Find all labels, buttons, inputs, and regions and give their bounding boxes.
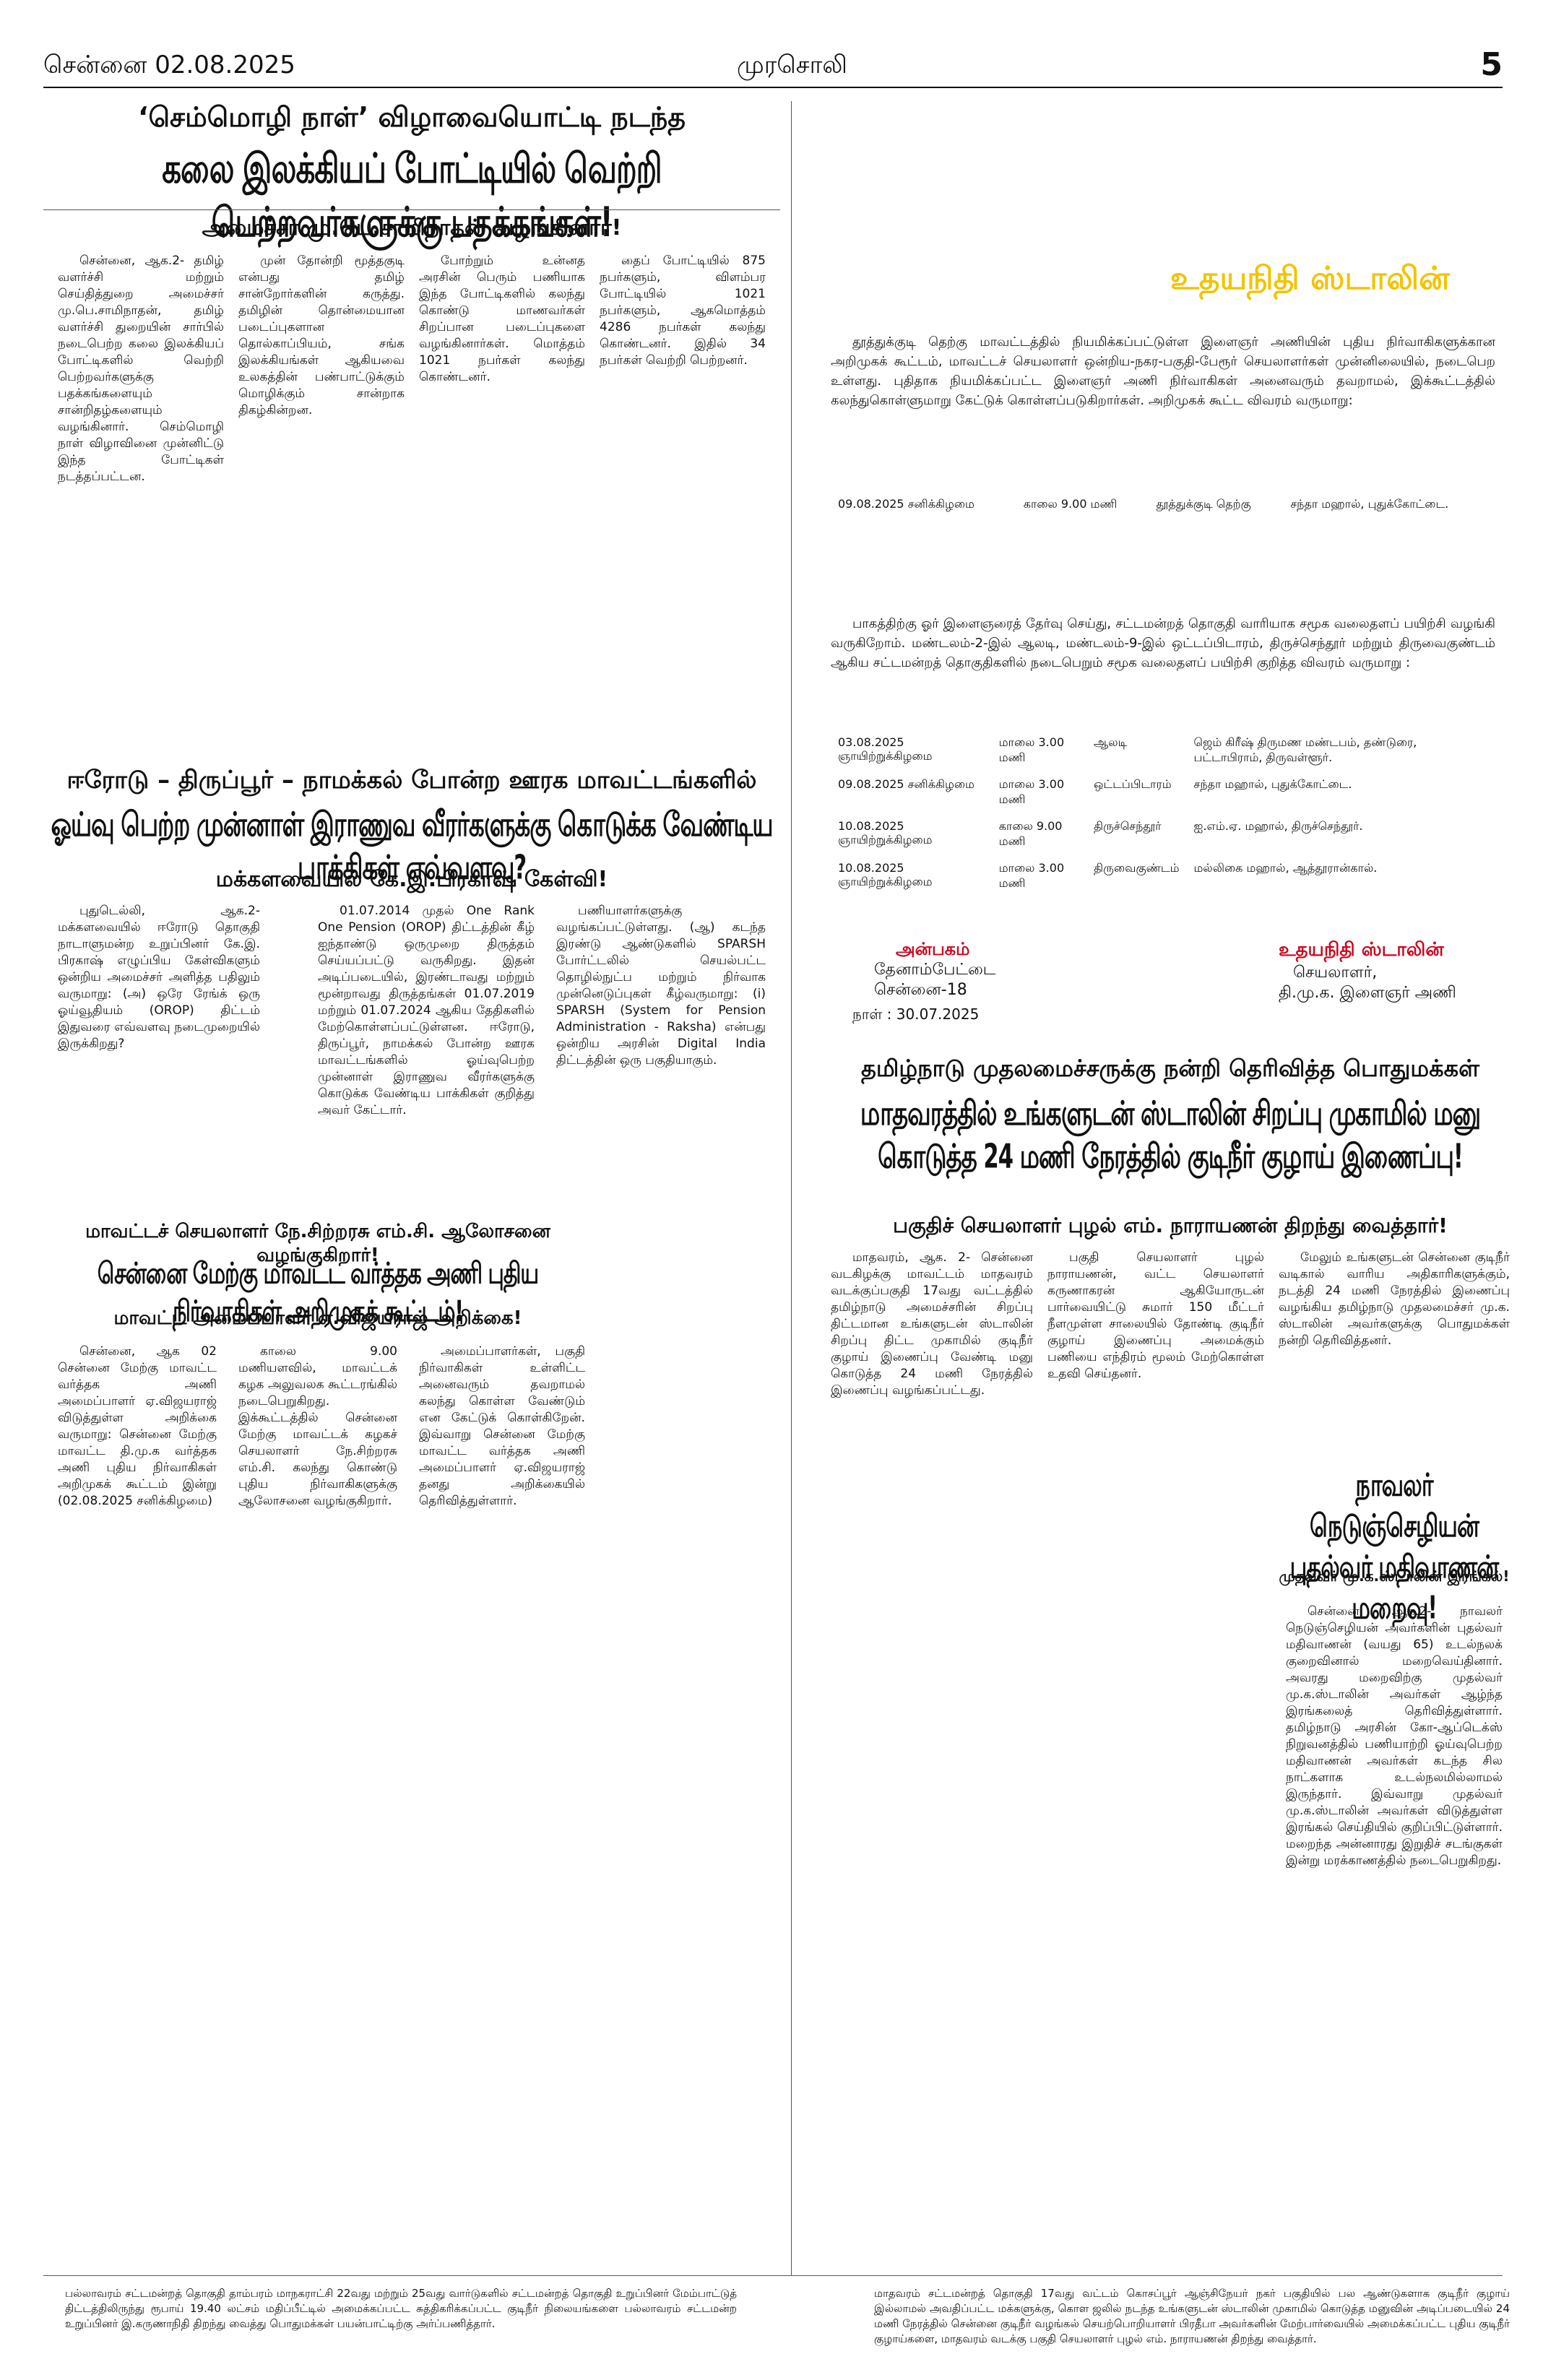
ad-cell: சந்தா மஹால், புதுக்கோட்டை. — [1290, 497, 1449, 511]
ad-row: 10.08.2025 ஞாயிற்றுக்கிழமை காலை 9.00 மணி த… — [831, 813, 1495, 855]
ad-cell: காலை 9.00 மணி — [998, 819, 1063, 848]
ad-row: 09.08.2025 சனிக்கிழமை மாலை 3.00 மணி ஒட்டப்… — [831, 771, 1495, 813]
ad-cell: 03.08.2025 ஞாயிற்றுக்கிழமை — [838, 735, 933, 763]
ad-sign-right-2: தி.மு.க. இளைஞர் அணி — [1279, 984, 1456, 1002]
story4-col1: மாதவரம், ஆக. 2- சென்னை வடகிழக்கு மாவட்டம… — [831, 1250, 1033, 2261]
story1-col3: போற்றும் உன்னத அரசின் பெரும் பணியாக இந்த… — [419, 253, 585, 744]
ad-cell: மல்லிகை மஹால், ஆத்தூரான்கால். — [1193, 861, 1378, 875]
issue-date: சென்னை 02.08.2025 — [43, 51, 295, 79]
story2-col1-text: புதுடெல்லி, ஆக.2- மக்களவையில் ஈரோடு தொகு… — [58, 904, 260, 1051]
ad-cell: ஒட்டப்பிடாரம் — [1094, 777, 1172, 791]
ad-sign-left-2: சென்னை-18 — [874, 981, 967, 999]
story2-col1: புதுடெல்லி, ஆக.2- மக்களவையில் ஈரோடு தொகு… — [58, 903, 260, 1206]
story2-col3: பணியாளர்களுக்கு வழங்கப்பட்டுள்ளது. (ஆ) க… — [556, 903, 766, 1206]
footer-left-caption: பல்லாவரம் சட்டமன்றத் தொகுதி தாம்பரம் மாந… — [65, 2287, 737, 2330]
ad-cell: 10.08.2025 ஞாயிற்றுக்கிழமை — [838, 819, 933, 847]
story3-col3-text: அமைப்பாளர்கள், பகுதி நிர்வாகிகள் உள்ளிட்… — [419, 1344, 585, 1508]
story1-col3-text: போற்றும் உன்னத அரசின் பெரும் பணியாக இந்த… — [419, 254, 585, 384]
story3-col2-text: காலை 9.00 மணியளவில், மாவட்டக் கழக அலுவலக… — [238, 1344, 397, 1508]
ad-cell: 09.08.2025 சனிக்கிழமை — [838, 497, 974, 511]
story3-headline: சென்னை மேற்கு மாவட்ட வர்த்தக அணி புதிய ந… — [97, 1257, 539, 1329]
story3-col1-text: சென்னை, ஆக 02 சென்னை மேற்கு மாவட்ட வர்த்… — [58, 1344, 217, 1508]
story4-headline: மாதவரத்தில் உங்களுடன் ஸ்டாலின் சிறப்பு ம… — [860, 1094, 1481, 1177]
column-divider — [791, 101, 792, 2275]
story3-col3: அமைப்பாளர்கள், பகுதி நிர்வாகிகள் உள்ளிட்… — [419, 1343, 585, 1748]
ad-schedule-1: 09.08.2025 சனிக்கிழமை காலை 9.00 மணி தூத்… — [831, 491, 1495, 518]
story1-col1: சென்னை, ஆக.2- தமிழ் வளர்ச்சி மற்றும் செய… — [58, 253, 224, 744]
story4-col1-text: மாதவரம், ஆக. 2- சென்னை வடகிழக்கு மாவட்டம… — [831, 1250, 1033, 1398]
ad-cell: மாலை 3.00 மணி — [998, 777, 1065, 806]
ad-row: 09.08.2025 சனிக்கிழமை காலை 9.00 மணி தூத்… — [831, 491, 1495, 518]
story1-col4-text: தைப் போட்டியில் 875 நபர்களும், விளம்பர ப… — [600, 254, 766, 368]
ad-row: 10.08.2025 ஞாயிற்றுக்கிழமை மாலை 3.00 மணி த… — [831, 855, 1495, 897]
ad-row: 03.08.2025 ஞாயிற்றுக்கிழமை மாலை 3.00 மணி ஆ… — [831, 730, 1495, 771]
ad-cell: 09.08.2025 சனிக்கிழமை — [838, 777, 974, 791]
story2-strap: மக்களவையில் கே.இ.பிரகாஷ் கேள்வி! — [215, 867, 608, 892]
story3-col2: காலை 9.00 மணியளவில், மாவட்டக் கழக அலுவலக… — [238, 1343, 397, 1748]
ad-intro-text: தூத்துக்குடி தெற்கு மாவட்டத்தில் நியமிக்… — [831, 334, 1495, 408]
ad-cell: தூத்துக்குடி தெற்கு — [1156, 497, 1251, 511]
footer-divider — [43, 2275, 1503, 2276]
ad-title: உதயநிதி ஸ்டாலின் — [1170, 260, 1450, 297]
ad-cell: 10.08.2025 ஞாயிற்றுக்கிழமை — [838, 861, 933, 888]
ad-intro: தூத்துக்குடி தெற்கு மாவட்டத்தில் நியமிக்… — [831, 332, 1495, 477]
story3-col1: சென்னை, ஆக 02 சென்னை மேற்கு மாவட்ட வர்த்… — [58, 1343, 217, 1748]
paper-name: முரசொலி — [737, 51, 847, 79]
story1-kicker: ‘செம்மொழி நாள்’ விழாவையொட்டி நடந்த — [138, 101, 686, 133]
story3-strap: மாவட்ட அமைப்பாளர் ஏ.விஜயராஜ் அறிக்கை! — [113, 1307, 522, 1329]
ad-cell: காலை 9.00 மணி — [1023, 497, 1118, 511]
ad-sign-date: நாள் : 30.07.2025 — [852, 1005, 980, 1023]
ad-cell: மாலை 3.00 மணி — [998, 735, 1065, 764]
ad-sign-left-label: அன்பகம் — [896, 939, 970, 959]
ad-intro2-text: பாகத்திற்கு ஓர் இளைஞரைத் தேர்வு செய்து, … — [831, 616, 1495, 670]
story5-body: சென்னை, ஆக.2- நாவலர் நெடுஞ்செழியன் அவர்க… — [1286, 1604, 1503, 2196]
story2-kicker: ஈரோடு – திருப்பூர் – நாமக்கல் போன்ற ஊரக … — [66, 766, 757, 795]
page-number: 5 — [1480, 46, 1503, 83]
ad-cell: மாலை 3.00 மணி — [998, 861, 1065, 890]
story5-body-text: சென்னை, ஆக.2- நாவலர் நெடுஞ்செழியன் அவர்க… — [1286, 1604, 1503, 1868]
story2-col2-text: 01.07.2014 முதல் One Rank One Pension (O… — [318, 904, 535, 1117]
story4-col2-text: பகுதி செயலாளர் புழல் நாராயணன், வட்ட செயல… — [1047, 1250, 1264, 1381]
story4-col3: மேலும் உங்களுடன் சென்னை குடிநீர் வடிகால்… — [1279, 1250, 1510, 1452]
story3-kicker: மாவட்டச் செயலாளர் நே.சிற்றரசு எம்.சி. ஆல… — [85, 1221, 550, 1266]
ad-sign-right-name: உதயநிதி ஸ்டாலின் — [1279, 939, 1444, 961]
ad-schedule-2: 03.08.2025 ஞாயிற்றுக்கிழமை மாலை 3.00 மணி ஆ… — [831, 730, 1495, 897]
story4-strap: பகுதிச் செயலாளர் புழல் எம். நாராயணன் திற… — [893, 1213, 1448, 1237]
ad-intro2: பாகத்திற்கு ஓர் இளைஞரைத் தேர்வு செய்து, … — [831, 614, 1495, 715]
story5-headline: நாவலர் நெடுஞ்செழியன் புதல்வர் மதிவாணன் ம… — [1289, 1466, 1500, 1627]
story4-col2: பகுதி செயலாளர் புழல் நாராயணன், வட்ட செயல… — [1047, 1250, 1264, 2261]
ad-cell: திருவைகுண்டம் — [1094, 861, 1180, 875]
story1-col4: தைப் போட்டியில் 875 நபர்களும், விளம்பர ப… — [600, 253, 766, 744]
ad-sign-left-1: தேனாம்பேட்டை — [874, 961, 996, 979]
ad-cell: ஆலடி — [1094, 735, 1128, 749]
story5-strap: முதல்வர் மு.க.ஸ்டாலின் இரங்கல்! — [1279, 1567, 1510, 1585]
footer-right-caption: மாதவரம் சட்டமன்றத் தொகுதி 17வது வட்டம் க… — [874, 2287, 1510, 2345]
story1-col2-text: முன் தோன்றி மூத்தகுடி என்பது தமிழ் சான்ற… — [238, 254, 405, 417]
divider — [43, 209, 780, 210]
story1-col1-text: சென்னை, ஆக.2- தமிழ் வளர்ச்சி மற்றும் செய… — [58, 254, 224, 484]
story1-strap: அமைச்சர் மு.பெ.சாமிநாதன் வழங்கினார்! — [202, 215, 622, 241]
ad-sign-right-1: செயலாளர், — [1293, 964, 1378, 982]
story1-headline: கலை இலக்கியப் போட்டியில் வெற்றி பெற்றவர்… — [162, 144, 662, 246]
story4-col3-text: மேலும் உங்களுடன் சென்னை குடிநீர் வடிகால்… — [1279, 1250, 1510, 1348]
ad-cell: ஜெம் கிரீஷ் திருமண மண்டபம், தண்டுரை, பட்… — [1193, 735, 1417, 764]
story2-col3-text: பணியாளர்களுக்கு வழங்கப்பட்டுள்ளது. (ஆ) க… — [556, 904, 766, 1068]
story1-col2: முன் தோன்றி மூத்தகுடி என்பது தமிழ் சான்ற… — [238, 253, 405, 744]
ad-cell: ஐ.எம்.ஏ. மஹால், திருச்செந்தூர். — [1193, 819, 1363, 833]
ad-cell: திருச்செந்தூர் — [1094, 819, 1162, 833]
story2-col2: 01.07.2014 முதல் One Rank One Pension (O… — [318, 903, 535, 1206]
ad-cell: சந்தா மஹால், புதுக்கோட்டை. — [1193, 777, 1352, 791]
story2-headline: ஓய்வு பெற்ற முன்னாள் இராணுவ வீரர்களுக்கு… — [51, 805, 773, 888]
masthead: சென்னை 02.08.2025 முரசொலி 5 — [43, 46, 1503, 88]
story4-kicker: தமிழ்நாடு முதலமைச்சருக்கு நன்றி தெரிவித்… — [861, 1055, 1479, 1082]
